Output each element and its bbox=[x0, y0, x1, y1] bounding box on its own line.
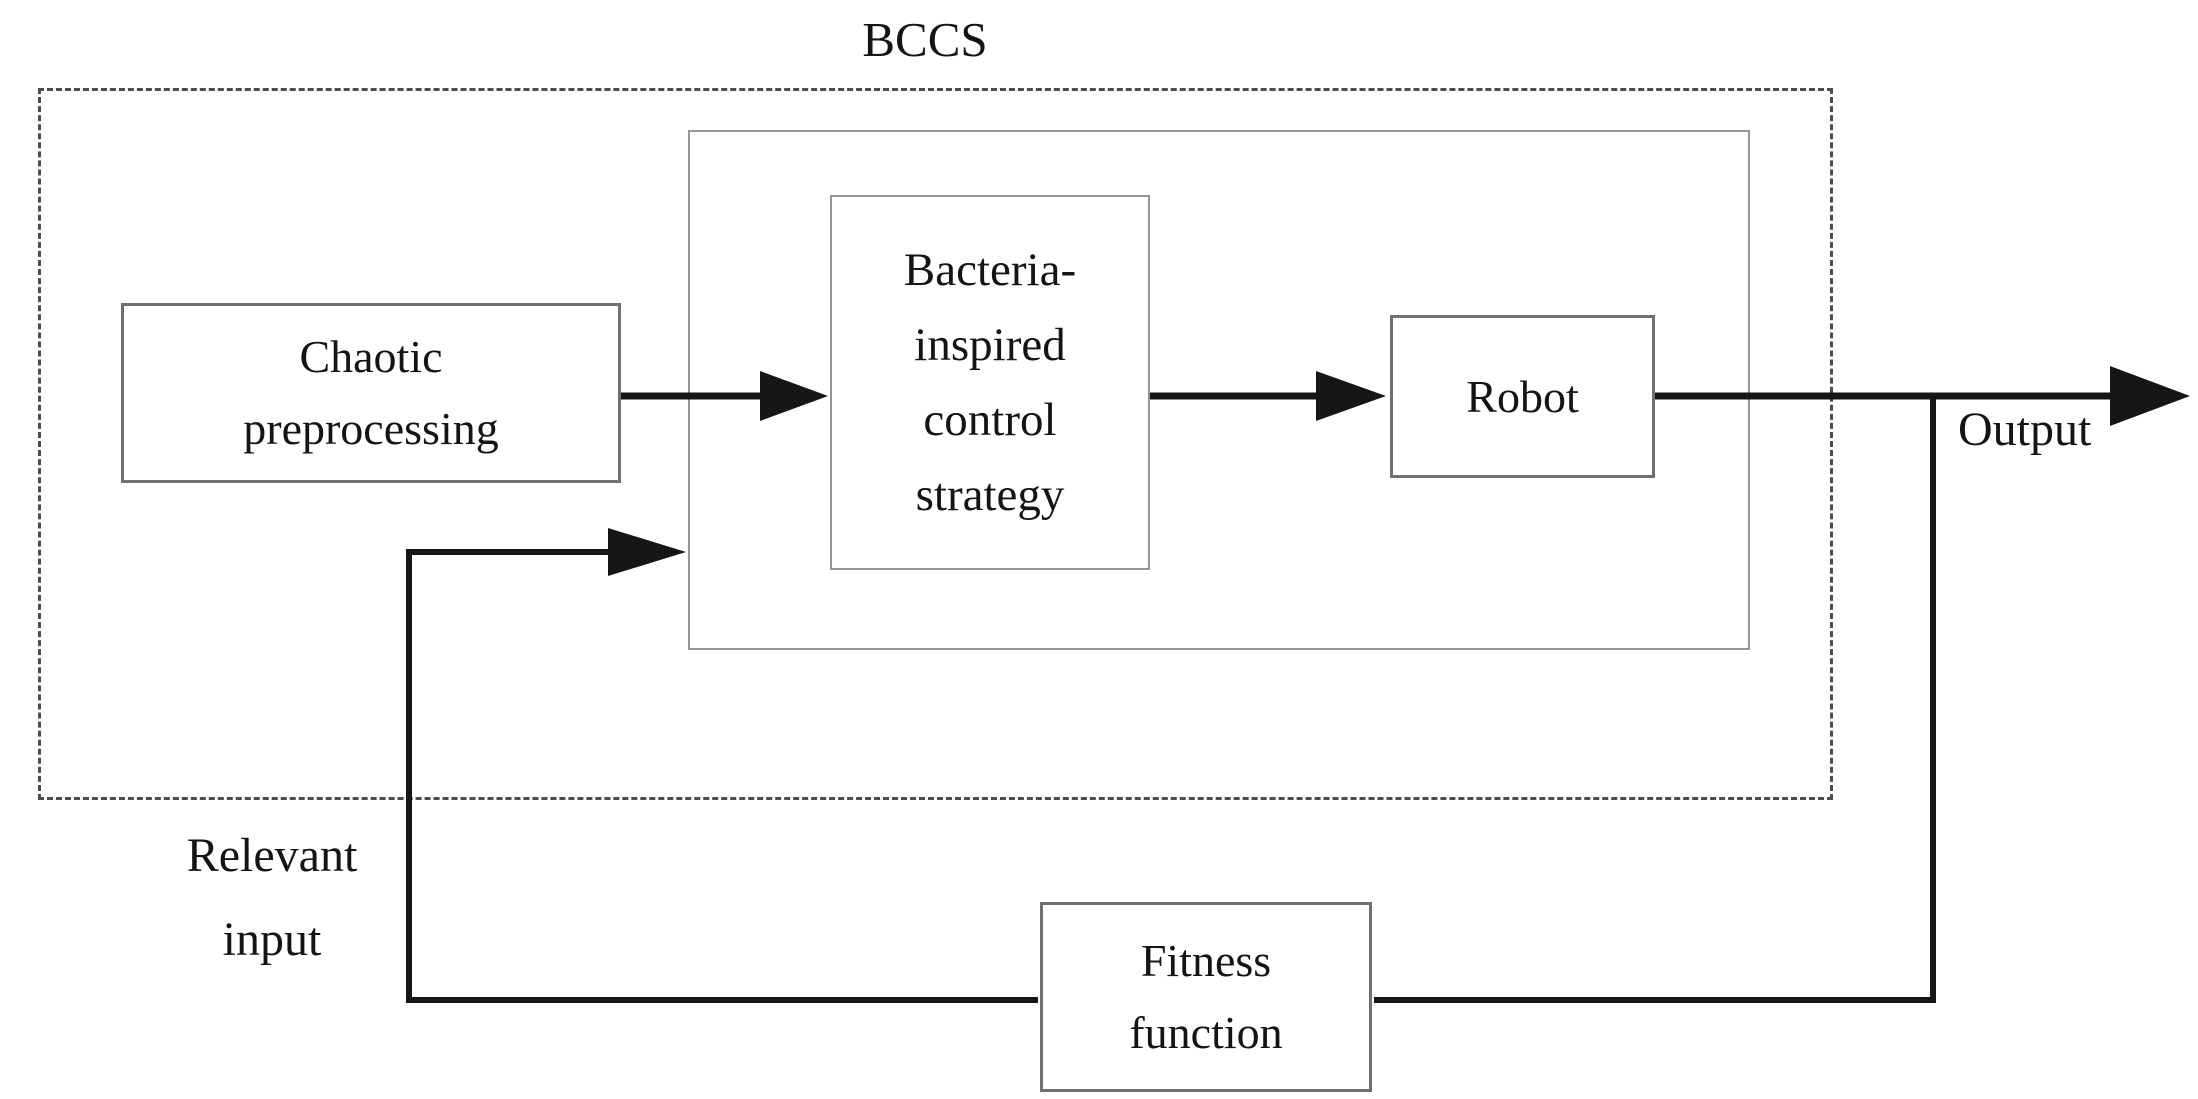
fitness-label-line2: function bbox=[1129, 1007, 1283, 1058]
bacteria-label-line3: control bbox=[923, 393, 1057, 446]
relevant-input-label: Relevant input bbox=[77, 814, 467, 982]
bacteria-label-line2: inspired bbox=[914, 318, 1066, 371]
bacteria-label-line4: strategy bbox=[915, 468, 1065, 521]
bacteria-label-line1: Bacteria- bbox=[903, 243, 1077, 296]
relevant-input-label-line2: input bbox=[222, 913, 322, 966]
relevant-input-label-line1: Relevant bbox=[186, 829, 358, 882]
arrow-chaotic-to-control-head-icon bbox=[760, 371, 828, 421]
bccs-dashed-boundary bbox=[38, 88, 1833, 800]
arrow-relevant-input-head-icon bbox=[608, 528, 686, 576]
fitness-label-line1: Fitness bbox=[1140, 935, 1272, 986]
chaotic-preprocessing-box: Chaotic preprocessing bbox=[121, 303, 621, 483]
arrow-control-to-robot-head-icon bbox=[1316, 371, 1386, 421]
chaotic-preprocessing-label-line2: preprocessing bbox=[243, 403, 499, 454]
output-label: Output bbox=[1958, 403, 2092, 456]
robot-box: Robot bbox=[1390, 315, 1655, 478]
bccs-title: BCCS bbox=[862, 12, 988, 67]
fitness-function-box: Fitness function bbox=[1040, 902, 1372, 1092]
feedback-output-to-fitness-line bbox=[1374, 398, 1936, 1003]
chaotic-preprocessing-label-line1: Chaotic bbox=[299, 331, 443, 382]
inner-subsystem-boundary bbox=[688, 130, 1750, 650]
feedback-fitness-to-input-line bbox=[406, 549, 1038, 1003]
robot-label: Robot bbox=[1466, 370, 1579, 422]
bacteria-control-strategy-box: Bacteria- inspired control strategy bbox=[830, 195, 1150, 570]
arrow-output-head-icon bbox=[2110, 366, 2190, 426]
